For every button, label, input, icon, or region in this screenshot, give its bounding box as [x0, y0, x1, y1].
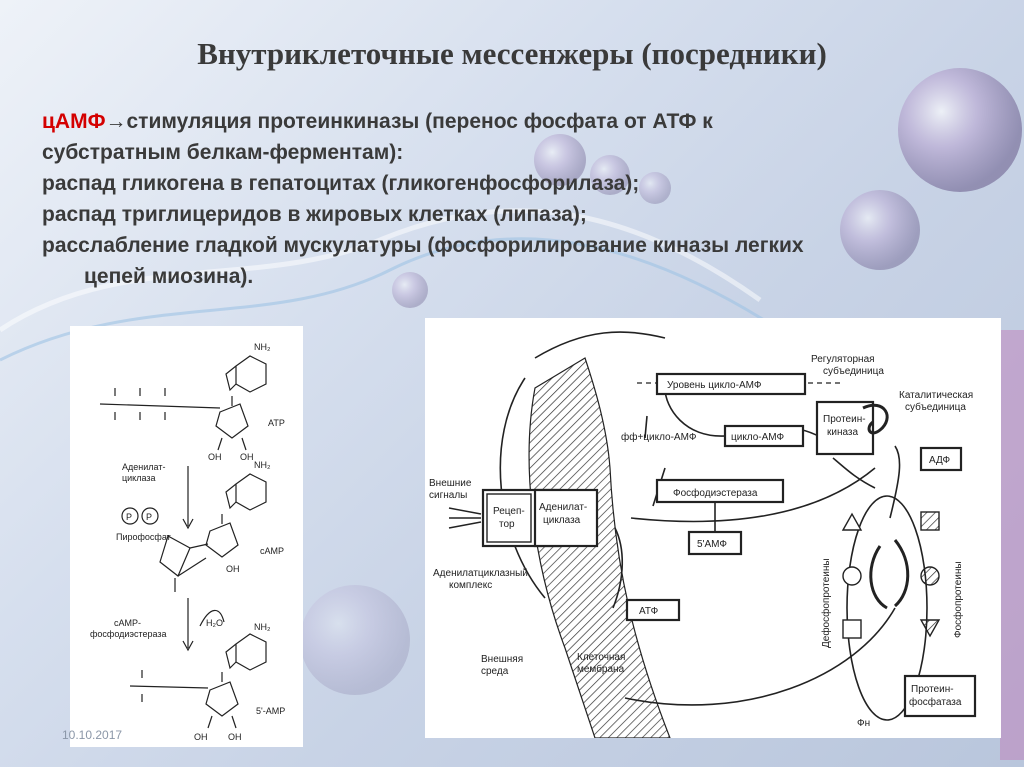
atp-label: ATP — [268, 418, 285, 428]
receptor-line1: Рецеп- — [493, 506, 525, 517]
pyrophosphate-label: Пирофосфат — [116, 532, 171, 542]
regulatory-line1: Регуляторная — [811, 354, 875, 365]
regulatory-line2: субъединица — [823, 365, 884, 377]
slide-title: Внутриклеточные мессенжеры (посредники) — [197, 36, 827, 71]
catalytic-line1: Каталитическая — [899, 390, 973, 401]
body-line-6: цепей миозина). — [84, 265, 254, 288]
body-line-3: распад гликогена в гепатоцитах (гликоген… — [42, 172, 640, 195]
env-line2: среда — [481, 666, 509, 677]
camp-scheme-diagram: Уровень цикло-АМФ Регуляторная субъедини… — [429, 331, 977, 739]
camp-oh: OH — [226, 564, 240, 574]
phospho-label: Фосфопротеины — [952, 561, 964, 638]
amp5-label: 5'АМФ — [697, 539, 727, 550]
atp-oh-1: OH — [208, 452, 222, 462]
amp-oh-2: OH — [228, 732, 242, 742]
camp-label: цАМФ — [42, 110, 106, 133]
body-line-2: субстратным белкам-ферментам): — [42, 141, 404, 164]
dephospho-label: Дефосфопротеины — [820, 558, 832, 648]
pp-p1: P — [126, 512, 132, 522]
kinase-line2: киназа — [827, 427, 859, 438]
camp-level-label: Уровень цикло-АМФ — [667, 380, 762, 391]
kinase-line1: Протеин- — [823, 414, 866, 425]
chemistry-diagram: NH₂ ATP OH OH Аденилат- циклаза P P Пиро… — [90, 342, 285, 742]
amp-nh2: NH₂ — [254, 622, 271, 632]
atp-nh2: NH₂ — [254, 342, 271, 352]
receptor-line2: тор — [499, 519, 515, 530]
body-line-5: расслабление гладкой мускулатуры (фосфор… — [42, 234, 804, 257]
env-line1: Внешняя — [481, 654, 523, 665]
enzyme1-line2: циклаза — [122, 473, 156, 483]
camp-nh2: NH₂ — [254, 460, 271, 470]
pp-p2: P — [146, 512, 152, 522]
body-line-1: цАМФ→стимуляция протеинкиназы (перенос ф… — [42, 106, 972, 137]
h2o-label: H₂O — [206, 618, 223, 628]
enzyme2-line1: cAMP- — [114, 618, 141, 628]
adp-label: АДФ — [929, 455, 951, 466]
pp-camp-label: фф+цикло-АМФ — [621, 431, 697, 443]
membrane-line1: Клеточная — [577, 652, 625, 663]
phosphodiesterase-label: Фосфодиэстераза — [673, 487, 758, 499]
body-line-4: распад триглицеридов в жировых клетках (… — [42, 203, 587, 226]
cyclase-line1: Аденилат- — [539, 502, 587, 513]
camp-scheme-panel: Уровень цикло-АМФ Регуляторная субъедини… — [425, 318, 1001, 739]
slide-date: 10.10.2017 — [62, 728, 123, 742]
enzyme2-line2: фосфодиэстераза — [90, 629, 167, 639]
membrane-line2: мембрана — [577, 663, 625, 675]
cell-membrane — [528, 357, 671, 739]
amp5-label: 5'-AMP — [256, 706, 285, 716]
phosphatase-line1: Протеин- — [911, 684, 954, 695]
cyclase-line2: циклаза — [543, 515, 581, 526]
chemistry-panel: NH₂ ATP OH OH Аденилат- циклаза P P Пиро… — [70, 326, 303, 747]
catalytic-line2: субъединица — [905, 401, 966, 413]
atp-oh-2: OH — [240, 452, 254, 462]
complex-line2: комплекс — [449, 580, 492, 591]
arrow: → — [105, 110, 127, 133]
camp-box-label: цикло-АМФ — [731, 432, 785, 443]
external-signals-line2: сигналы — [429, 490, 467, 501]
camp-label: cAMP — [260, 546, 284, 556]
amp-oh-1: OH — [194, 732, 208, 742]
body-text: цАМФ→стимуляция протеинкиназы (перенос ф… — [42, 106, 972, 292]
external-signals-line1: Внешние — [429, 478, 472, 489]
atp-label: АТФ — [639, 606, 659, 617]
body-line-1-rest: стимуляция протеинкиназы (перенос фосфат… — [126, 110, 713, 133]
phosphatase-line2: фосфатаза — [909, 696, 962, 708]
fn-label: Фн — [857, 718, 870, 729]
enzyme1-line1: Аденилат- — [122, 462, 165, 472]
complex-line1: Аденилатциклазный — [433, 568, 528, 579]
